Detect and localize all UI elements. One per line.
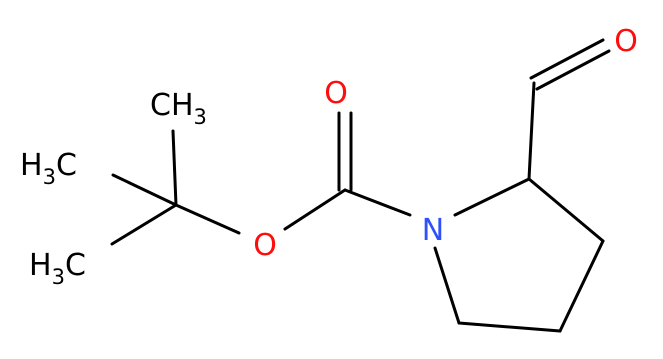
bond-ring-c5-n [433, 246, 461, 325]
methyl-bottom-label: H3C [29, 248, 86, 289]
bond-aldehyde-double-b [535, 49, 611, 91]
bond-carbonyl-nitrogen [343, 188, 412, 217]
atom-labels: O O O N CH3 H3C H3C [20, 24, 638, 289]
bond-ring-c3-c4 [558, 239, 605, 333]
ring-nitrogen-label: N [422, 213, 444, 248]
carbonyl-oxygen-label: O [324, 76, 348, 111]
bond-aldehyde-double-a [529, 38, 605, 80]
bond-ring-n-c2 [453, 177, 531, 217]
methyl-top-label: CH3 [150, 88, 207, 129]
aldehyde-oxygen-label: O [614, 24, 638, 59]
methyl-middle-label: H3C [20, 148, 77, 189]
ester-oxygen-label: O [253, 228, 277, 263]
bond-ester-oxygen-carbonyl [283, 188, 347, 231]
bond-tbu-methyl-top [171, 129, 178, 207]
bond-tbu-methyl-bottom [110, 203, 178, 246]
bond-ring-c2-c3 [527, 177, 605, 243]
bonds [110, 38, 611, 333]
bond-tbu-ester-oxygen [174, 203, 241, 235]
bond-ring-c4-c5 [457, 321, 562, 333]
bond-tbu-methyl-middle [111, 173, 178, 207]
bond-c2-aldehyde-carbon [527, 81, 536, 181]
